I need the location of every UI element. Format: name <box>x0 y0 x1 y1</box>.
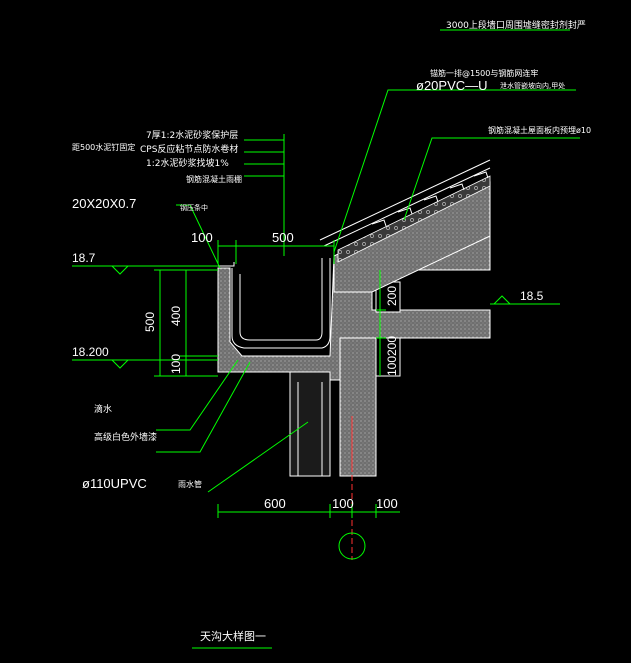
layer-2-label: CPS反应粘节点防水卷材 <box>140 143 238 155</box>
pvc-small-sub: 泄水管嵌坡向内,甲处 <box>500 81 565 90</box>
elevation-left-top: 18.7 <box>72 251 96 265</box>
strip-sub-label: 钢压条中 <box>180 203 208 212</box>
layer-4-label: 钢筋混凝土雨棚 <box>186 174 242 184</box>
anchor-note: 锚筋一排@1500与钢筋网连牢 <box>430 68 538 78</box>
top-note-text: 3000上段墙口周围墟缝密封剂封严 <box>446 19 586 31</box>
drawing-title: 天沟大样图一 <box>200 629 266 643</box>
dim-height-lower: 100 <box>169 354 183 374</box>
dim-right-100: 100 <box>385 356 399 376</box>
dim-top-main: 500 <box>272 230 294 245</box>
elevation-left-bottom: 18.200 <box>72 345 109 359</box>
gutter-lining <box>216 258 331 349</box>
dim-height-total: 500 <box>143 312 157 332</box>
layer-1-label: 7厚1:2水泥砂浆保护层 <box>146 129 238 141</box>
rebar-note: 钢筋混凝土屋面板内预埋ø10 <box>488 125 591 135</box>
strip-size-label: 20X20X0.7 <box>72 196 136 211</box>
dim-height-upper: 400 <box>169 306 183 326</box>
dim-right-lower: 200 <box>385 336 399 356</box>
dim-right-upper: 200 <box>385 286 399 306</box>
dim-bottom-600: 600 <box>264 496 286 511</box>
dim-top-left: 100 <box>191 230 213 245</box>
drip-label: 滴水 <box>94 403 112 415</box>
layer-2-prefix: 距500水泥钉固定 <box>72 142 135 152</box>
downpipe-sub-label: 雨水管 <box>178 479 202 489</box>
leader-lines <box>156 29 580 493</box>
layer-3-label: 1:2水泥砂浆找坡1% <box>146 157 229 169</box>
dim-bottom-100b: 100 <box>376 496 398 511</box>
downpipe-label: ø110UPVC <box>82 476 147 491</box>
dimension-lines <box>72 240 560 649</box>
elevation-right: 18.5 <box>520 289 544 303</box>
dim-bottom-100a: 100 <box>332 496 354 511</box>
roof-buildup <box>319 159 491 293</box>
paint-label: 高级白色外墙漆 <box>94 431 157 443</box>
pvc-small-label: ø20PVC—U <box>416 78 488 93</box>
